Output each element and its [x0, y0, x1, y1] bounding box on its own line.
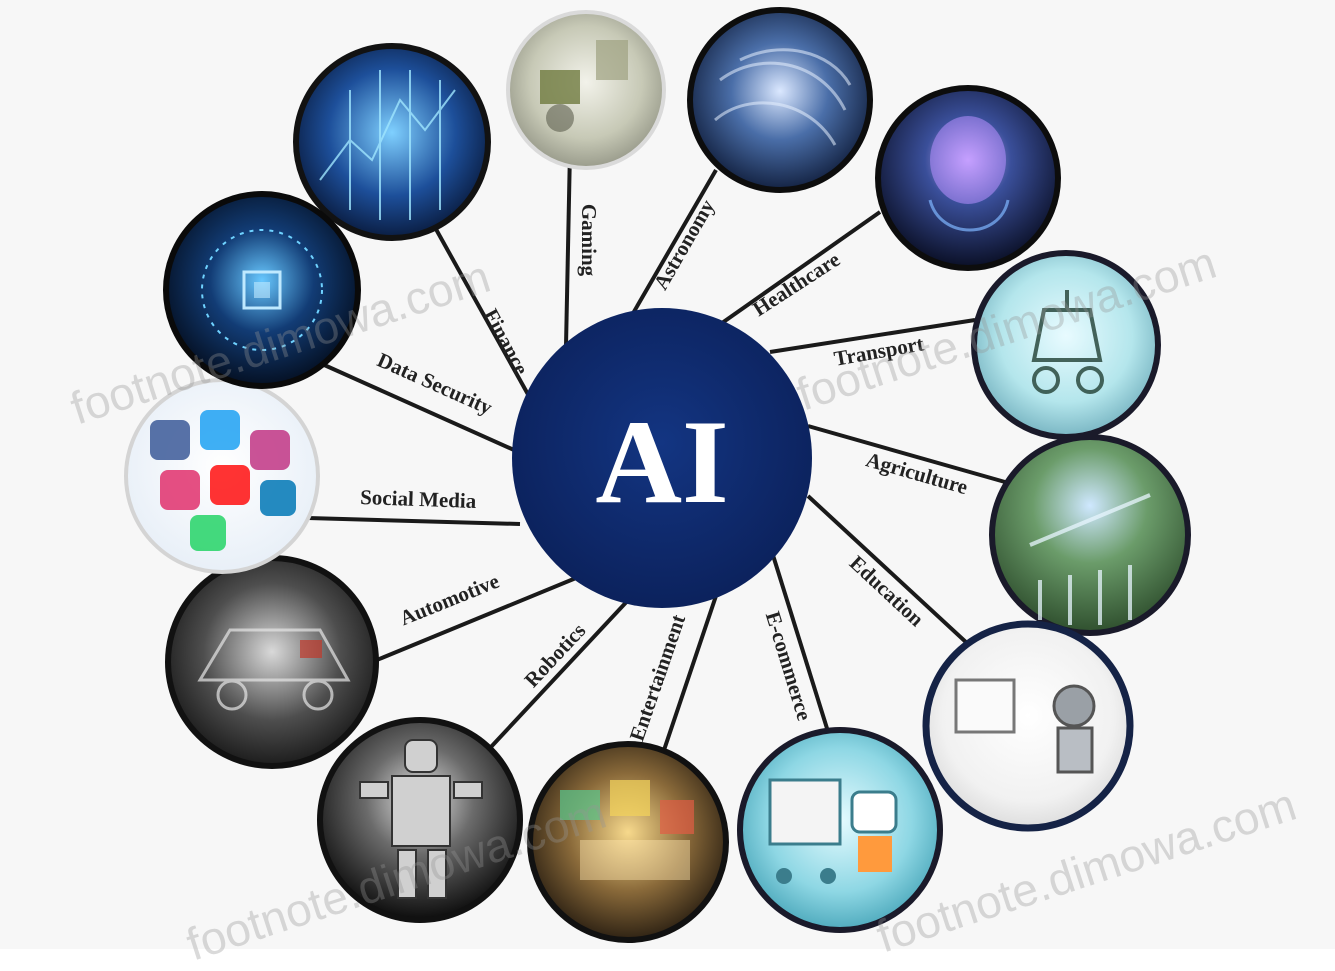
label-automotive: Automotive	[396, 569, 502, 631]
connector-automotive	[371, 576, 577, 664]
node-healthcare	[875, 85, 1061, 271]
label-finance: Finance	[479, 305, 534, 379]
finance-data-icon	[319, 70, 456, 220]
connector-gaming	[564, 149, 572, 347]
galaxy-icon	[714, 48, 852, 146]
connector-entertainment	[660, 583, 722, 757]
node-robotics	[317, 717, 523, 923]
security-chip-icon	[201, 229, 323, 351]
node-entertainment	[527, 741, 729, 943]
node-ecommerce	[737, 727, 943, 933]
node-agriculture	[989, 434, 1191, 636]
node-automotive	[165, 555, 379, 769]
humanoid-robot-icon	[359, 739, 483, 899]
shopping-robot-icon	[768, 778, 898, 884]
label-gaming: Gaming	[577, 204, 601, 277]
connector-education	[806, 494, 970, 646]
diagram-canvas: AI Finance Gaming Astronomy Healthcare T…	[124, 7, 1191, 943]
label-healthcare: Healthcare	[748, 247, 844, 321]
node-education	[922, 620, 1134, 832]
node-data-security	[163, 191, 361, 389]
label-astronomy: Astronomy	[649, 195, 720, 294]
ai-center-hub: AI	[512, 308, 812, 608]
connector-agriculture	[807, 424, 1006, 484]
entertainment-icon	[560, 780, 694, 880]
ai-applications-diagram: AI Finance Gaming Astronomy Healthcare T…	[64, 7, 1303, 971]
label-data-security: Data Security	[374, 348, 497, 420]
label-entertainment: Entertainment	[625, 611, 691, 743]
social-media-icon	[150, 410, 296, 551]
agriculture-drone-icon	[1029, 493, 1151, 625]
ai-center-label: AI	[595, 395, 728, 528]
transport-icon	[1031, 290, 1104, 394]
node-gaming	[506, 10, 666, 170]
node-finance	[293, 43, 491, 241]
connector-social-media	[307, 516, 521, 526]
connector-data-security	[321, 362, 515, 452]
label-social-media: Social Media	[360, 485, 477, 513]
robot-teacher-icon	[954, 678, 1096, 774]
brain-scan-icon	[928, 116, 1010, 232]
connector-lines	[307, 149, 1006, 757]
connector-astronomy	[626, 168, 718, 324]
gaming-icon	[540, 40, 628, 132]
connector-transport	[769, 318, 976, 354]
connector-ecommerce	[770, 551, 832, 739]
connector-finance	[430, 221, 532, 399]
label-education: Education	[845, 551, 929, 632]
car-circuit-icon	[197, 628, 351, 711]
node-astronomy	[687, 7, 873, 193]
connector-robotics	[488, 594, 634, 750]
connector-healthcare	[710, 210, 882, 332]
